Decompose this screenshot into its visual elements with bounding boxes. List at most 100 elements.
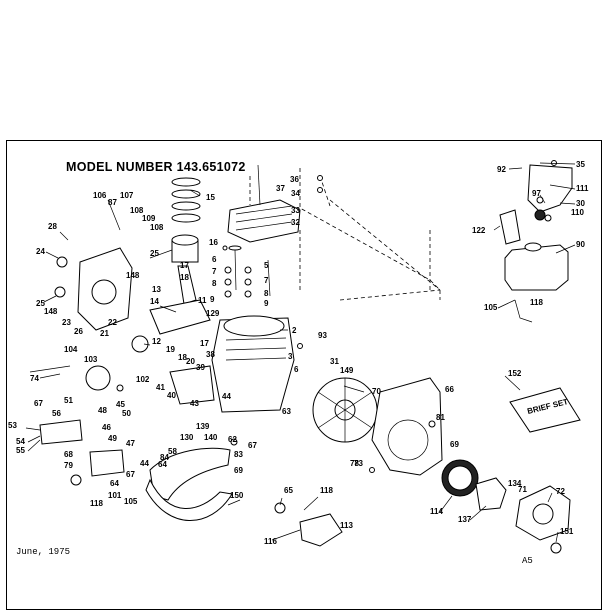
callout: 35 bbox=[576, 160, 585, 169]
callout: 108 bbox=[130, 206, 144, 215]
fuel-cap-part bbox=[534, 209, 546, 221]
callout: 31 bbox=[330, 357, 339, 366]
callout: 103 bbox=[84, 355, 98, 364]
callout: 44 bbox=[222, 392, 231, 401]
callout: 25 bbox=[36, 299, 45, 308]
callout: 21 bbox=[100, 329, 109, 338]
callout: 116 bbox=[264, 537, 277, 546]
callout: 72 bbox=[556, 487, 565, 496]
callout: 18 bbox=[180, 273, 189, 282]
callout: 97 bbox=[532, 189, 541, 198]
callout: 63 bbox=[282, 407, 291, 416]
callout: 13 bbox=[152, 285, 161, 294]
pulley-part bbox=[475, 477, 507, 511]
callout: 6 bbox=[294, 365, 299, 374]
callout: 55 bbox=[16, 446, 25, 455]
flywheel-part bbox=[312, 377, 378, 443]
callout: 53 bbox=[8, 421, 17, 430]
callout: 68 bbox=[64, 450, 73, 459]
callout: 25 bbox=[150, 249, 159, 258]
muffler-part bbox=[299, 513, 343, 547]
callout: 134 bbox=[508, 479, 522, 488]
callout: 62 bbox=[228, 435, 237, 444]
callout: 56 bbox=[52, 409, 61, 418]
callout: 66 bbox=[445, 385, 454, 394]
callout: 70 bbox=[372, 387, 381, 396]
breaker-plate-part bbox=[169, 365, 215, 405]
callout: 83 bbox=[234, 450, 243, 459]
callout: 45 bbox=[116, 400, 125, 409]
callout: 5 bbox=[264, 261, 269, 270]
callout: 102 bbox=[136, 375, 150, 384]
callout: 79 bbox=[64, 461, 73, 470]
callout: 2 bbox=[292, 326, 297, 335]
callout: 64 bbox=[110, 479, 119, 488]
callout: 6 bbox=[212, 255, 217, 264]
footer-code: A5 bbox=[522, 556, 533, 566]
callout: 3 bbox=[288, 352, 293, 361]
crankshaft-part bbox=[149, 299, 211, 335]
callout: 93 bbox=[318, 331, 327, 340]
callout: 54 bbox=[16, 437, 25, 446]
callout: 67 bbox=[126, 470, 135, 479]
starter-cup-part bbox=[89, 449, 125, 477]
callout: 9 bbox=[210, 295, 215, 304]
connecting-rod-part bbox=[177, 265, 197, 305]
callout: 149 bbox=[340, 366, 354, 375]
callout: 50 bbox=[122, 409, 131, 418]
callout: 113 bbox=[340, 521, 353, 530]
callout: 14 bbox=[150, 297, 159, 306]
callout: 69 bbox=[450, 440, 459, 449]
callout: 150 bbox=[230, 491, 244, 500]
nut-73-part bbox=[550, 542, 562, 554]
callout: 38 bbox=[206, 350, 215, 359]
fuel-tank-part bbox=[504, 242, 569, 291]
callout: 71 bbox=[518, 485, 527, 494]
callout: 36 bbox=[290, 175, 299, 184]
callout: 73 bbox=[354, 459, 363, 468]
callout: 11 bbox=[198, 296, 207, 305]
callout: 104 bbox=[64, 345, 78, 354]
callout: 9 bbox=[264, 299, 269, 308]
callout: 26 bbox=[74, 327, 83, 336]
callout: 15 bbox=[206, 193, 215, 202]
callout: 107 bbox=[120, 191, 134, 200]
callout: 16 bbox=[209, 238, 218, 247]
diagram-frame bbox=[6, 140, 602, 610]
callout: 28 bbox=[48, 222, 57, 231]
bracket-53-part bbox=[39, 419, 83, 445]
seal-24-part bbox=[56, 256, 68, 268]
callout: 17 bbox=[180, 261, 189, 270]
callout: 151 bbox=[560, 527, 574, 536]
starter-ring-part bbox=[441, 459, 479, 497]
callout: 105 bbox=[484, 303, 498, 312]
callout: 64 bbox=[158, 460, 167, 469]
callout: 19 bbox=[166, 345, 175, 354]
callout: 58 bbox=[168, 447, 177, 456]
callout: 47 bbox=[126, 439, 135, 448]
callout: 33 bbox=[291, 206, 300, 215]
recoil-starter-part bbox=[515, 485, 571, 541]
callout: 69 bbox=[234, 466, 243, 475]
callout: 101 bbox=[108, 491, 122, 500]
callout: 84 bbox=[160, 453, 169, 462]
callout: 22 bbox=[108, 318, 117, 327]
callout: 30 bbox=[576, 199, 585, 208]
callout: 44 bbox=[140, 459, 149, 468]
callout: 129 bbox=[206, 309, 220, 318]
callout: 140 bbox=[204, 433, 218, 442]
callout: 37 bbox=[276, 184, 285, 193]
callout: 17 bbox=[200, 339, 209, 348]
callout: 32 bbox=[291, 218, 300, 227]
callout: 20 bbox=[186, 357, 195, 366]
callout: 49 bbox=[108, 434, 117, 443]
callout: 122 bbox=[472, 226, 486, 235]
callout: 12 bbox=[152, 337, 161, 346]
callout: 39 bbox=[196, 363, 205, 372]
callout: 118 bbox=[530, 298, 543, 307]
valve-part bbox=[234, 249, 237, 291]
callout: 34 bbox=[291, 189, 300, 198]
callout: 46 bbox=[102, 423, 111, 432]
callout: 152 bbox=[508, 369, 522, 378]
